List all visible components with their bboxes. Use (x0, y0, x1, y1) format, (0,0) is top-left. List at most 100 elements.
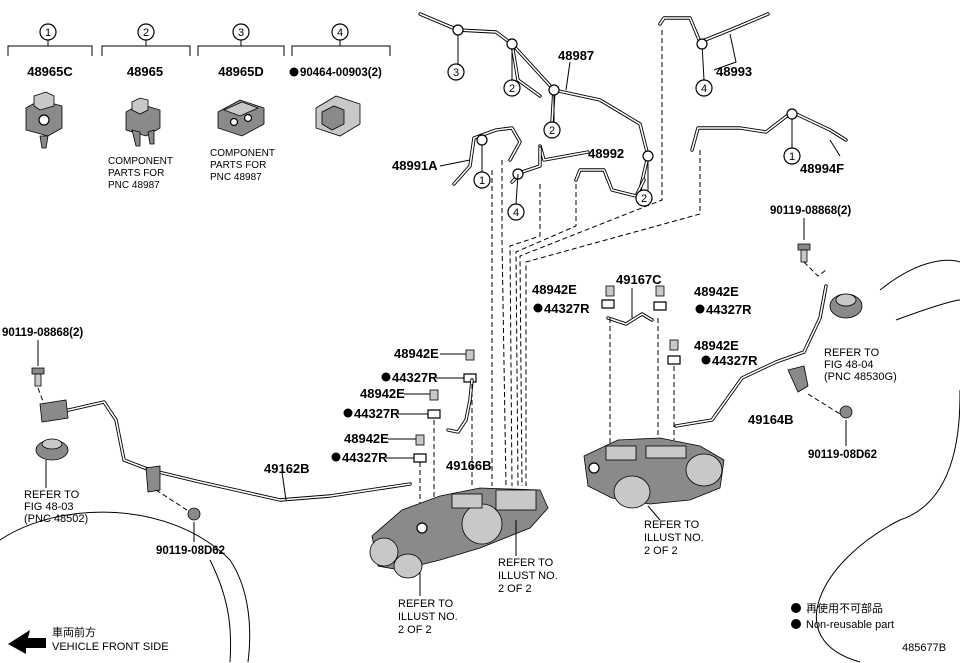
svg-text:1: 1 (789, 151, 795, 163)
bolt-right-top-icon (797, 243, 811, 263)
label-48994F[interactable]: 48994F (800, 161, 844, 176)
label-48992[interactable]: 48992 (588, 146, 624, 161)
svg-text:3: 3 (238, 27, 244, 39)
hose-49166B[interactable] (446, 378, 474, 434)
key-label-en: Non-reusable part (806, 619, 894, 631)
column-marker-4: 4 (331, 23, 349, 41)
clip-48965D-icon (217, 99, 265, 137)
actuator-center[interactable] (369, 487, 549, 579)
label-48942E-c2[interactable]: 48942E (360, 386, 405, 401)
label-44327R-c1[interactable]: 44327R (392, 370, 438, 385)
note-48965-line1: COMPONENT (108, 156, 173, 167)
actuator-right[interactable] (583, 437, 725, 509)
legend: 1 2 3 4 48965C 48965 48965D 90464-00903(… (7, 23, 391, 191)
label-48942E-r3[interactable]: 48942E (694, 338, 739, 353)
hose-49164B[interactable] (674, 284, 828, 428)
ref-illust-left-line3: 2 OF 2 (398, 624, 432, 636)
hose-49162B[interactable] (39, 399, 412, 502)
svg-text:2: 2 (509, 83, 515, 95)
svg-text:3: 3 (453, 67, 459, 79)
note-48965D-line2: PARTS FOR (210, 160, 266, 171)
svg-text:4: 4 (513, 207, 519, 219)
tube-48987[interactable] (418, 12, 654, 192)
label-bolt-right-bottom[interactable]: 90119-08D62 (808, 449, 877, 461)
ref-illust-mid-line2: ILLUST NO. (498, 570, 558, 582)
grommet-right-icon (829, 293, 863, 319)
dashed-connectors (491, 30, 701, 487)
ref-illust-left-line1: REFER TO (398, 598, 454, 610)
clip-48965C-icon (25, 91, 63, 149)
vehicle-body-outline (816, 259, 960, 663)
callout-circles-top: 3 2 2 2 4 1 4 1 (447, 63, 801, 221)
legend-part-48965[interactable]: 48965 (127, 64, 163, 79)
label-48993[interactable]: 48993 (716, 64, 752, 79)
tube-48993[interactable] (658, 12, 770, 81)
label-44327R-r1[interactable]: 44327R (544, 301, 590, 316)
ref-illust-right-line3: 2 OF 2 (644, 545, 678, 557)
label-48942E-r2[interactable]: 48942E (694, 284, 739, 299)
key-dot-jp (791, 603, 801, 613)
ref-illust-right-line1: REFER TO (644, 519, 700, 531)
ref-fig-48-04-line3: (PNC 48530G) (824, 371, 897, 383)
label-48987[interactable]: 48987 (558, 48, 594, 63)
ref-illust-left-line2: ILLUST NO. (398, 611, 458, 623)
svg-text:2: 2 (641, 193, 647, 205)
svg-text:4: 4 (701, 83, 707, 95)
note-48965D-line3: PNC 48987 (210, 172, 262, 183)
note-48965-line3: PNC 48987 (108, 180, 160, 191)
legend-part-48965C[interactable]: 48965C (27, 64, 73, 79)
svg-text:1: 1 (479, 175, 485, 187)
hose-49167C[interactable] (606, 312, 654, 326)
ref-fig-48-03-line2: FIG 48-03 (24, 501, 74, 513)
svg-text:2: 2 (143, 27, 149, 39)
ref-fig-48-03-line1: REFER TO (24, 489, 80, 501)
label-44327R-c2[interactable]: 44327R (354, 406, 400, 421)
ref-illust-mid-line3: 2 OF 2 (498, 583, 532, 595)
svg-text:1: 1 (45, 27, 51, 39)
ref-illust-mid-line1: REFER TO (498, 557, 554, 569)
non-reusable-dot (289, 67, 299, 77)
vehicle-body-outline-left (0, 511, 251, 663)
tube-48994F[interactable] (690, 108, 848, 157)
clip-48965-icon (125, 97, 161, 147)
legend-part-48965D[interactable]: 48965D (218, 64, 264, 79)
ref-illust-right-line2: ILLUST NO. (644, 532, 704, 544)
label-49167C[interactable]: 49167C (616, 272, 662, 287)
column-marker-3: 3 (232, 23, 250, 41)
label-bolt-left-top[interactable]: 90119-08868(2) (2, 327, 83, 339)
bolt-right-bottom-icon (839, 405, 853, 419)
label-44327R-c3[interactable]: 44327R (342, 450, 388, 465)
front-label-en: VEHICLE FRONT SIDE (52, 641, 169, 653)
svg-text:4: 4 (337, 27, 343, 39)
tube-48991A[interactable] (439, 126, 522, 186)
ref-fig-48-04-line1: REFER TO (824, 347, 880, 359)
label-49164B[interactable]: 49164B (748, 412, 794, 427)
key-dot-en (791, 619, 801, 629)
label-49162B[interactable]: 49162B (264, 461, 310, 476)
diagram-id: 485677B (902, 642, 946, 654)
label-44327R-r2[interactable]: 44327R (706, 302, 752, 317)
front-label-jp: 車両前方 (52, 625, 96, 639)
column-marker-2: 2 (137, 23, 155, 41)
label-bolt-right-top[interactable]: 90119-08868(2) (770, 205, 851, 217)
label-48942E-c1[interactable]: 48942E (394, 346, 439, 361)
key-label-jp: 再使用不可部品 (806, 601, 883, 615)
tube-48992[interactable] (510, 144, 646, 205)
clip-90464-icon (315, 95, 361, 137)
label-44327R-r3[interactable]: 44327R (712, 353, 758, 368)
label-48942E-c3[interactable]: 48942E (344, 431, 389, 446)
column-marker-1: 1 (39, 23, 57, 41)
note-48965-line2: PARTS FOR (108, 168, 164, 179)
svg-text:2: 2 (549, 125, 555, 137)
label-48991A[interactable]: 48991A (392, 158, 438, 173)
bolt-left-bottom-icon (187, 507, 201, 521)
label-48942E-r1[interactable]: 48942E (532, 282, 577, 297)
label-bolt-left-bottom[interactable]: 90119-08D62 (156, 545, 225, 557)
front-arrow-icon (8, 630, 46, 654)
legend-part-90464[interactable]: 90464-00903(2) (300, 67, 382, 79)
bolt-left-top-icon (31, 367, 45, 387)
ref-fig-48-03-line3: (PNC 48502) (24, 513, 88, 525)
label-49166B[interactable]: 49166B (446, 458, 492, 473)
ref-fig-48-04-line2: FIG 48-04 (824, 359, 874, 371)
